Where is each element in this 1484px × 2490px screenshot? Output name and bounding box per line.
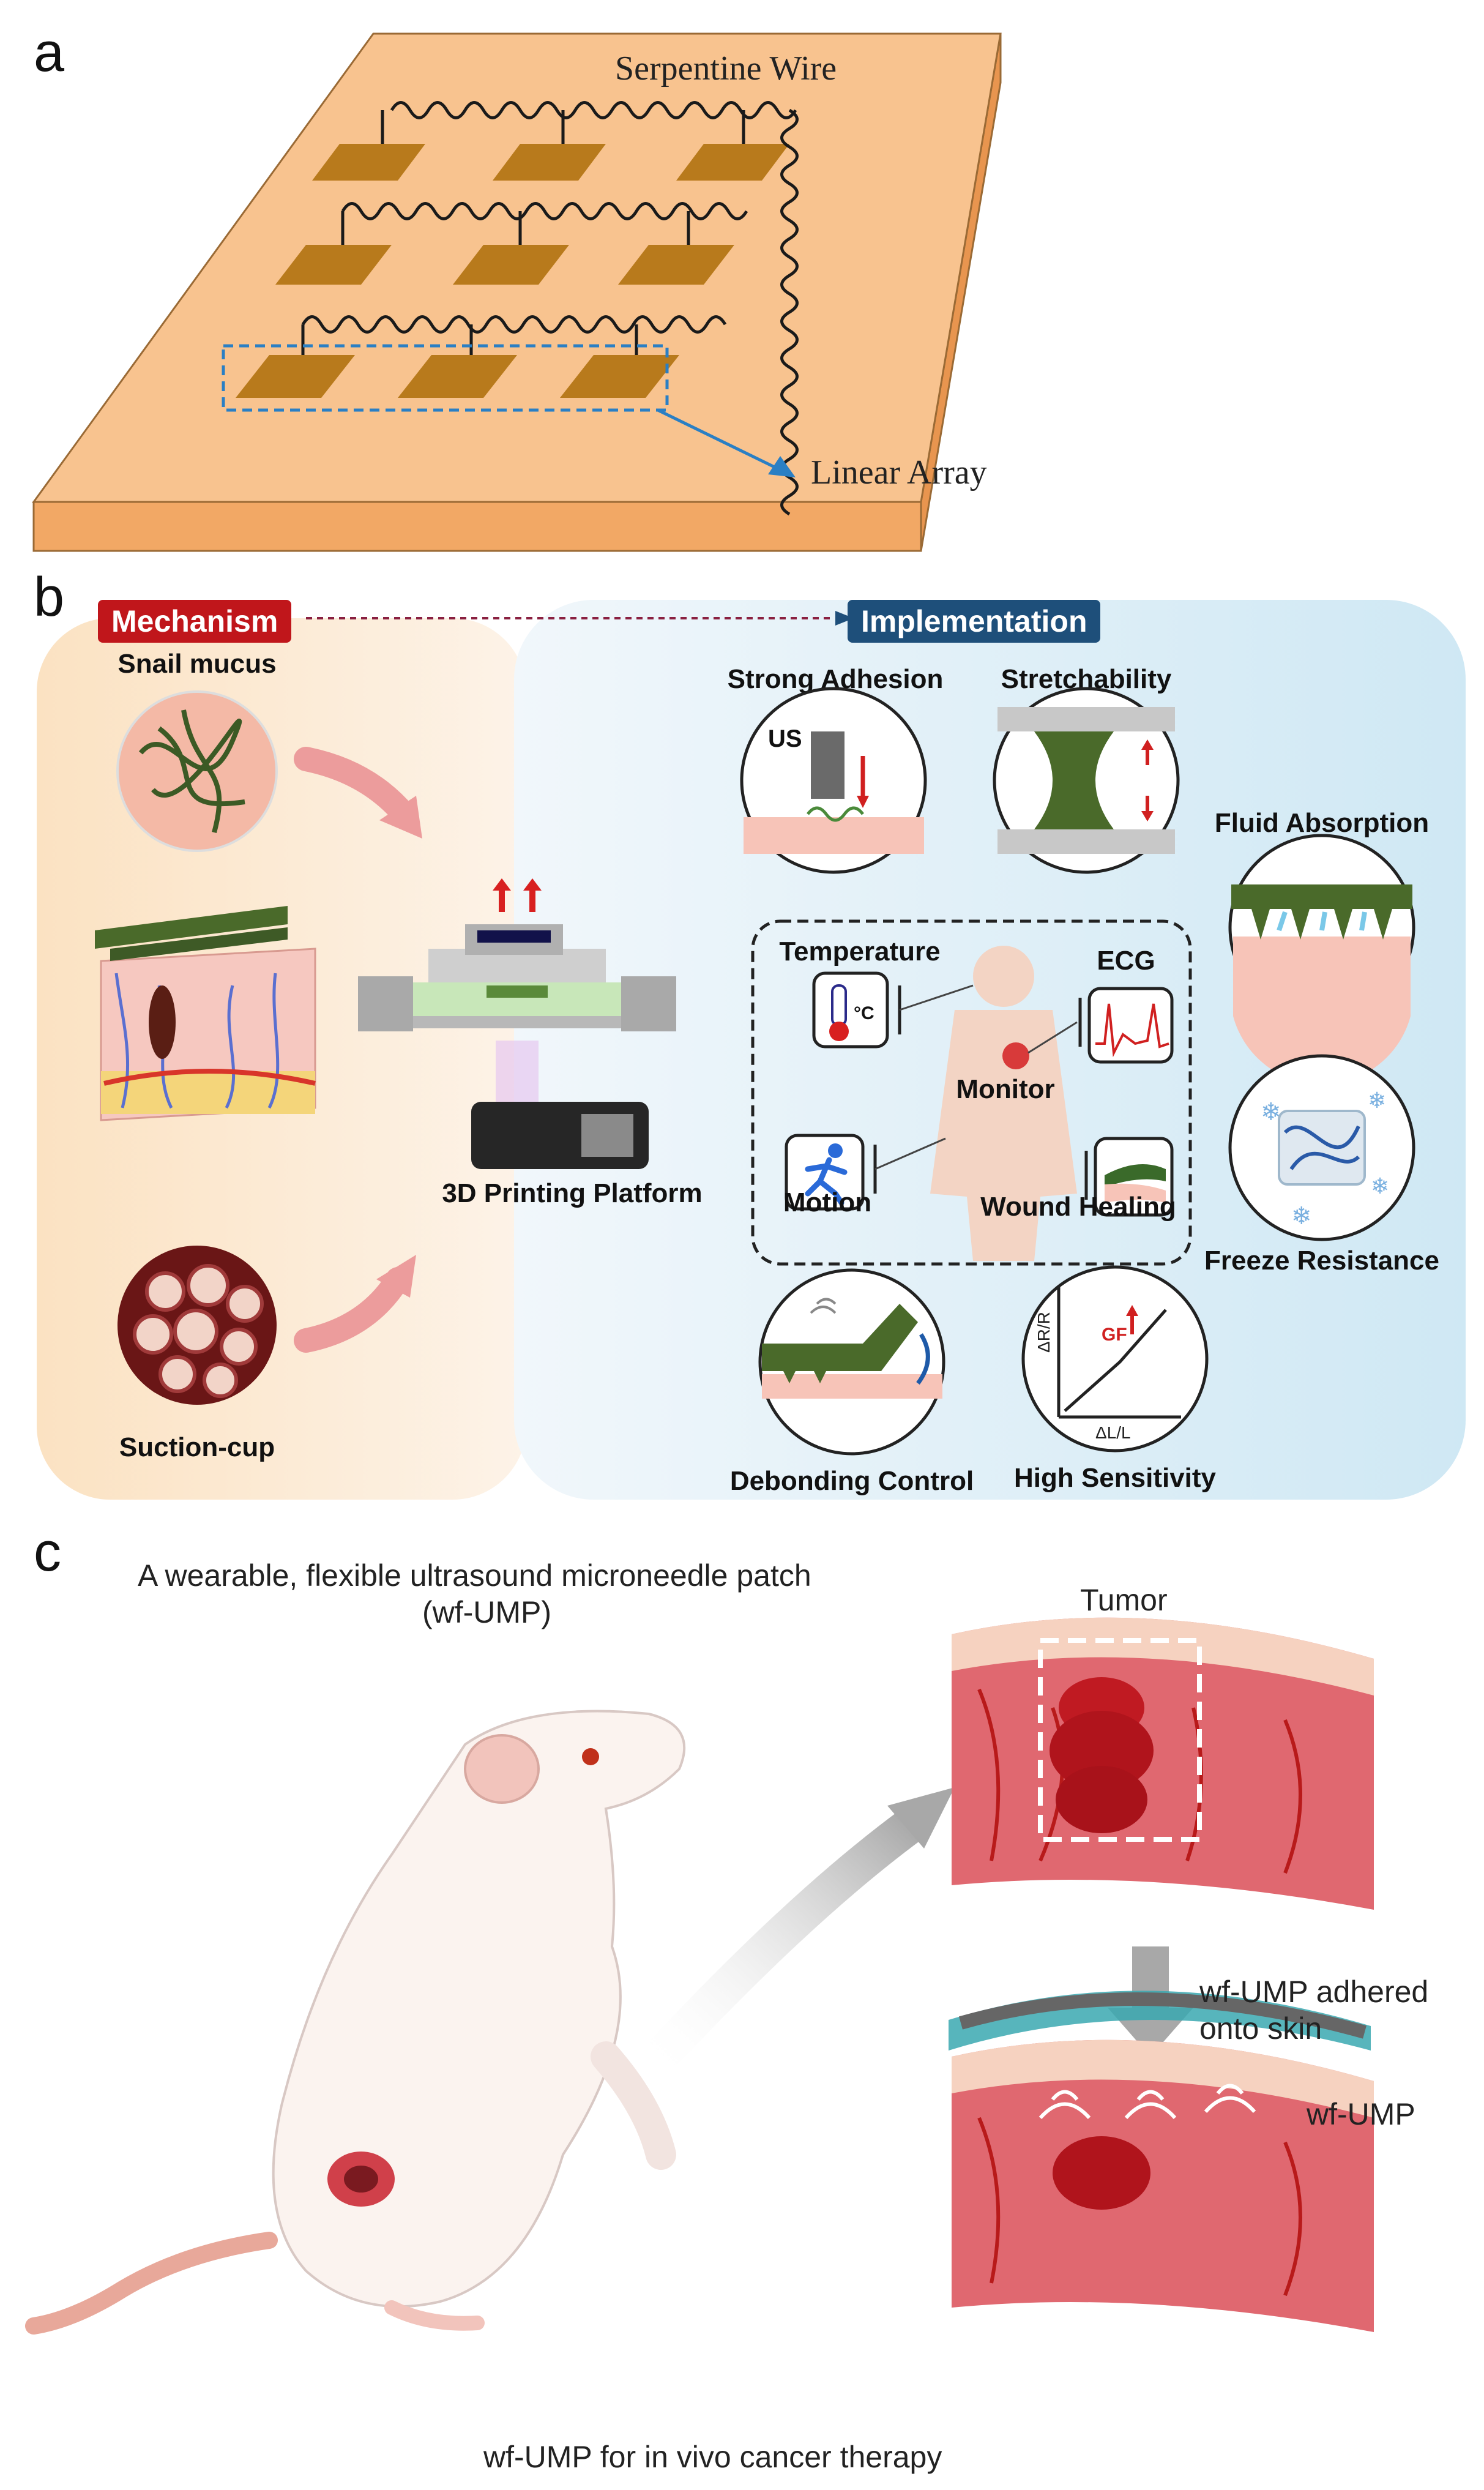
pad xyxy=(453,245,569,285)
pad xyxy=(312,144,425,181)
panel-c-title-line2: (wf-UMP) xyxy=(422,1595,552,1629)
pad xyxy=(275,245,392,285)
stretchability-circle xyxy=(993,687,1180,874)
tumor-skin-block xyxy=(952,1617,1374,1910)
freeze-resistance-circle: ❄ ❄ ❄ ❄ xyxy=(1228,1054,1415,1241)
arrowhead xyxy=(379,796,422,839)
mucus-fibers xyxy=(138,709,245,834)
pad xyxy=(618,245,734,285)
adhered-label-line2: onto skin xyxy=(1199,2011,1322,2046)
implementation-tag: Implementation xyxy=(848,600,1101,643)
svg-text:❄: ❄ xyxy=(1368,1088,1386,1113)
connector xyxy=(874,1137,946,1170)
strong-adhesion-circle xyxy=(740,687,927,874)
debonding-control-label: Debonding Control xyxy=(729,1466,974,1496)
us-label: US xyxy=(768,725,802,752)
gf-label: GF xyxy=(1102,1325,1127,1345)
ecg-icon xyxy=(1087,987,1174,1064)
serpentine-wire-row3 xyxy=(301,315,727,355)
ecg-label: ECG xyxy=(1097,946,1155,976)
temperature-icon xyxy=(812,971,889,1049)
thermometer-stem xyxy=(831,984,847,1026)
rat-ear xyxy=(464,1734,540,1804)
panel-b-letter: b xyxy=(34,567,65,628)
connector xyxy=(899,984,974,1011)
bandage-on-arm xyxy=(1105,1164,1166,1187)
skin-block xyxy=(95,906,316,1121)
temperature-label: Temperature xyxy=(779,937,941,966)
pad xyxy=(398,355,517,398)
fluid-absorption-label: Fluid Absorption xyxy=(1214,808,1430,838)
debonding-control-circle xyxy=(758,1268,945,1456)
rat-arm xyxy=(591,2041,676,2170)
freeze-resistance-label: Freeze Resistance xyxy=(1204,1246,1439,1276)
wf-ump-skin-block xyxy=(949,1991,1374,2332)
snail-mucus-label: Snail mucus xyxy=(117,649,277,679)
rat-foot xyxy=(384,2300,485,2331)
implementation-illustrations: US ❄ ❄ ❄ ❄ °C xyxy=(740,687,1415,1456)
panel-a-letter: a xyxy=(34,22,65,83)
panel-c-letter: c xyxy=(34,1522,61,1583)
svg-text:❄: ❄ xyxy=(1261,1099,1281,1126)
serpentine-wire-label: Serpentine Wire xyxy=(615,50,837,88)
monitor-dashed-box xyxy=(751,919,1192,1266)
board-side-front xyxy=(32,501,922,552)
heart-icon xyxy=(1002,1042,1029,1069)
suction-cup-label: Suction-cup xyxy=(119,1432,275,1462)
wound-healing-label: Wound Healing xyxy=(980,1192,1176,1222)
rat-to-tumor-arrow xyxy=(635,1809,923,2082)
serpentine-wire-row1 xyxy=(381,101,797,144)
dashed-arrowhead xyxy=(835,611,854,626)
celsius-label: °C xyxy=(854,1003,874,1023)
connector xyxy=(1027,1021,1078,1054)
linear-array-arrowhead xyxy=(768,456,796,477)
printing-platform-illustration xyxy=(358,878,676,1169)
panel-c-title-line1: A wearable, flexible ultrasound micronee… xyxy=(138,1558,811,1593)
arrowhead xyxy=(376,1255,416,1298)
svg-text:❄: ❄ xyxy=(1291,1203,1312,1230)
tumor-dashed-box xyxy=(1038,1638,1202,1842)
svg-text:❄: ❄ xyxy=(1371,1173,1389,1198)
motion-label: Motion xyxy=(783,1187,872,1217)
mechanism-illustrations xyxy=(95,690,676,1405)
pad xyxy=(493,144,606,181)
panel-a-board xyxy=(32,32,1002,552)
mechanism-tag: Mechanism xyxy=(98,600,292,643)
arrow-mucus-to-printer xyxy=(294,747,416,826)
ecg-trace xyxy=(1095,1003,1169,1058)
rat-illustration xyxy=(25,1710,686,2335)
serpentine-wire-row2 xyxy=(341,202,748,245)
suction-cup-suckers xyxy=(133,1264,264,1398)
serpentine-wire-bus xyxy=(780,108,799,516)
arrowhead xyxy=(887,1787,955,1849)
monitor-label: Monitor xyxy=(956,1074,1055,1104)
rat-tail xyxy=(25,2232,278,2335)
adhered-label-line1: wf-UMP adhered xyxy=(1199,1975,1429,2009)
printing-platform-label: 3D Printing Platform xyxy=(442,1178,703,1208)
pad xyxy=(676,144,789,181)
fluid-absorption-circle xyxy=(1228,834,1415,1085)
rat-body xyxy=(272,1710,686,2308)
pad xyxy=(236,355,355,398)
high-sensitivity-label: High Sensitivity xyxy=(1013,1463,1217,1493)
runner-head xyxy=(828,1143,843,1158)
linear-array-arrow xyxy=(657,408,785,473)
runner-body xyxy=(805,1157,848,1206)
pad xyxy=(560,355,679,398)
thermometer-bulb xyxy=(829,1022,849,1041)
panel-c-caption: wf-UMP for in vivo cancer therapy xyxy=(483,2440,942,2474)
body-silhouette xyxy=(930,946,1077,1261)
tumor-label: Tumor xyxy=(1080,1583,1168,1617)
wf-ump-label: wf-UMP xyxy=(1307,2097,1415,2131)
arm-shape xyxy=(1105,1183,1166,1203)
panel-c-illustrations xyxy=(25,1617,1374,2335)
linear-array-label: Linear Array xyxy=(811,454,987,492)
high-sensitivity-circle xyxy=(1021,1265,1209,1452)
arrow-suction-to-printer xyxy=(294,1267,410,1353)
x-axis-label: ΔL/L xyxy=(1095,1423,1131,1442)
y-axis-label: ΔR/R xyxy=(1034,1312,1053,1353)
rat-eye xyxy=(582,1748,599,1765)
